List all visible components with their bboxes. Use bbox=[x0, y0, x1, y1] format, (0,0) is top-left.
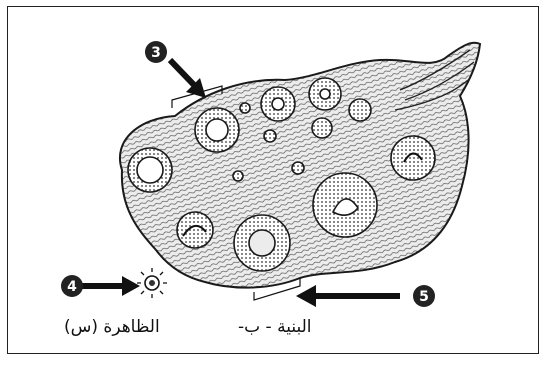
marker-5-label: 5 bbox=[419, 289, 429, 305]
phenomenon-caption: الظاهرة (س) bbox=[64, 317, 160, 337]
marker-5: 5 bbox=[413, 285, 435, 307]
marker-4: 4 bbox=[61, 275, 83, 297]
arrow-5 bbox=[296, 285, 400, 307]
marker-4-label: 4 bbox=[67, 279, 77, 295]
phenomenon-s-oocyte bbox=[137, 268, 167, 298]
marker-3-label: 3 bbox=[151, 45, 161, 61]
arrow-3 bbox=[170, 60, 206, 98]
marker-3: 3 bbox=[145, 41, 167, 63]
arrow-4 bbox=[78, 276, 140, 296]
structure-caption: البنية - ب- bbox=[238, 317, 312, 337]
